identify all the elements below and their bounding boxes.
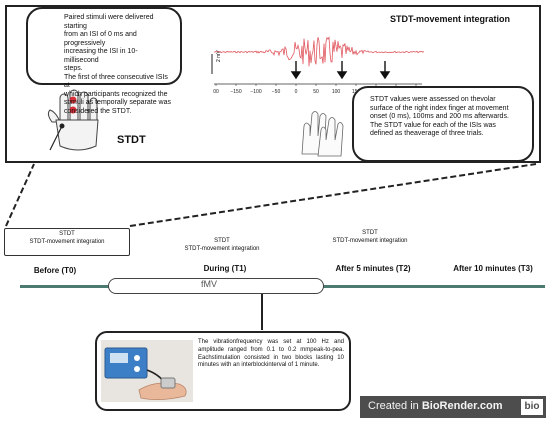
movement-description-callout: STDT values were assessed on thevolar su… bbox=[352, 86, 534, 162]
electrode-icon bbox=[69, 106, 77, 114]
x-tick-label: −50 bbox=[272, 89, 281, 95]
biorender-badge[interactable]: Created in BioRender.com bio bbox=[360, 396, 546, 418]
assessment-label-t2: STDT STDT-movement integration bbox=[332, 230, 408, 244]
callout-text-line: STDT values were assessed on thevolar bbox=[370, 96, 496, 103]
baseline-assessment-box bbox=[4, 228, 130, 256]
callout-text-line: stimuli as temporally separate was bbox=[64, 99, 171, 106]
fmv-label: fMV bbox=[201, 279, 218, 289]
stage-label-t2: After 5 minutes (T2) bbox=[335, 264, 411, 273]
callout-text-line: from an ISI of 0 ms and progressively bbox=[64, 31, 137, 47]
callout-text-line: Paired stimuli were delivered starting bbox=[64, 14, 154, 30]
stimulus-arrow-icon bbox=[290, 71, 302, 80]
callout-text-line: The STDT value for each of the ISIs was bbox=[370, 121, 496, 129]
electrode-icon bbox=[69, 96, 77, 104]
callout-text-line: steps. bbox=[64, 65, 83, 72]
hand-movement-illustration bbox=[301, 111, 344, 157]
stimulus-arrow-icon bbox=[336, 71, 348, 80]
callout-text-line: considered the STDT. bbox=[64, 107, 132, 115]
stage-label-t0: Before (T0) bbox=[33, 266, 77, 275]
vibration-parameters-text: The vibrationfrequency was set at 100 Hz… bbox=[198, 339, 344, 369]
biorender-logo-icon: bio bbox=[521, 399, 543, 415]
stage-label-t3: After 10 minutes (T3) bbox=[453, 264, 533, 273]
x-tick-label: −150 bbox=[230, 89, 241, 95]
callout-text-line: The first of three consecutive ISIs at bbox=[64, 73, 168, 90]
vibration-device-photo bbox=[101, 340, 193, 402]
x-tick-label: 0 bbox=[295, 89, 298, 95]
callout-text-line: surface of the right index finger at mov… bbox=[370, 104, 509, 112]
emg-trace bbox=[213, 36, 425, 67]
y-axis-label: 2 mV bbox=[216, 50, 222, 62]
callout-text-line: defined as theaverage of three trials. bbox=[370, 130, 484, 137]
callout-text-line: which participants recognized the bbox=[64, 90, 168, 98]
x-tick-label: 100 bbox=[332, 89, 341, 95]
biorender-credit: Created in BioRender.com bbox=[368, 400, 503, 412]
stdt-label: STDT bbox=[117, 134, 146, 146]
stimulus-arrow-icon bbox=[379, 71, 391, 80]
stdt-description-callout: Paired stimuli were delivered starting f… bbox=[26, 7, 182, 115]
fmv-intervention-bar bbox=[108, 278, 324, 294]
assessment-label-t1: STDT STDT-movement integration bbox=[184, 238, 260, 252]
x-tick-label: 50 bbox=[313, 89, 319, 95]
x-tick-label: −100 bbox=[250, 89, 261, 95]
assessment-label-t0: STDT STDT-movement integration bbox=[29, 231, 105, 245]
movement-integration-title: STDT-movement integration bbox=[390, 14, 511, 24]
hand-stimulation-illustration bbox=[47, 89, 99, 151]
x-tick-label: 00 bbox=[213, 89, 219, 95]
stage-label-t1: During (T1) bbox=[203, 264, 247, 273]
callout-text-line: onset (0 ms), 100ms and 200 ms afterward… bbox=[370, 113, 509, 120]
callout-text-line: increasing the ISI in 10-millisecond bbox=[64, 48, 138, 64]
